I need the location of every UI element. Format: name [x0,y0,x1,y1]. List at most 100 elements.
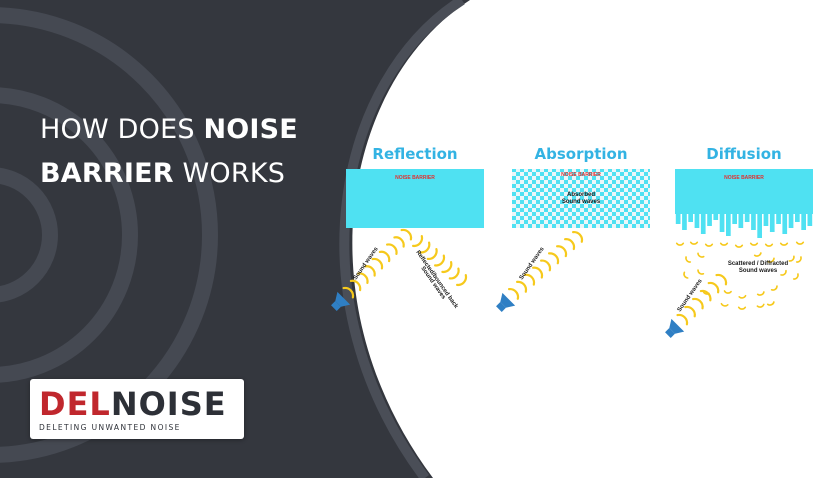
wave-arc [749,242,759,246]
sound-waves [342,228,805,326]
wave-arc [689,241,699,245]
wave-arc [393,236,405,248]
barrier-tooth [700,214,706,234]
barrier-tooth [795,214,800,222]
wave-arc [676,313,689,326]
barrier-tooth [713,214,719,220]
barrier-tooth [788,214,794,228]
absorbed-label-line: Absorbed [566,192,595,198]
barrier-tooth [732,214,737,224]
wave-arc [386,243,398,255]
wave-arc [702,289,710,295]
wave-arc [719,242,729,246]
reflection-barrier [346,169,484,228]
wave-arc [419,241,431,254]
wave-arc [685,256,692,263]
diffusion-barrier-teeth [675,214,813,238]
wave-arc [564,238,576,251]
wave-arc [766,301,775,306]
barrier-tooth [744,214,750,222]
dark-background [0,0,470,478]
barrier-tooth [763,214,769,226]
wave-arc [456,274,468,287]
wave-arc [767,257,775,263]
scatter-label-line: Sound waves [738,268,778,274]
reflection-bounced-label: Reflected/bounced back [414,250,459,311]
absorption-title: Absorption [534,145,628,163]
reflection-title: Reflection [372,145,458,163]
headline-bold-part: NOISE [203,114,298,145]
scatter-label: Scattered / Diffracted Sound waves [708,261,808,275]
wave-arc [524,273,536,286]
diffusion-barrier-label: NOISE BARRIER [724,175,764,181]
logo-noise: NOISE [110,385,227,423]
wave-arc [788,255,795,262]
wave-arc [764,243,774,247]
headline-part: WORKS [173,158,286,189]
wave-arc [548,252,560,265]
absorbed-label-line: Sound waves [561,199,601,205]
wave-arc [675,242,685,246]
headline-part: HOW DOES [40,114,204,145]
headline-bold-part: BARRIER [40,158,174,189]
scatter-label-line: Scattered / Diffracted [727,261,789,267]
wave-arc [357,272,369,284]
wave-arc [342,286,355,299]
decorative-rings [0,7,218,463]
barrier-tooth [707,214,712,226]
page-headline: HOW DOES NOISE BARRIER WORKS [40,108,340,196]
wave-arc [508,287,520,300]
wave-arc [715,273,728,286]
absorption-barrier [512,169,650,228]
wave-arc [756,303,765,308]
barrier-tooth [719,214,725,232]
barrier-tooth [694,214,700,228]
wave-arc [448,267,460,280]
barrier-tooth [769,214,775,232]
diffusion-title: Diffusion [706,145,782,163]
wave-arc [738,294,747,299]
barrier-tooth [726,214,731,236]
logo-tagline: DELETING UNWANTED NOISE [39,423,181,432]
wave-arc [699,289,712,302]
wave-arc [756,291,765,296]
wave-arc [697,269,705,275]
barrier-tooth [757,214,762,238]
wave-arc [779,242,789,246]
wave-arc [412,235,424,248]
wave-arc [723,290,732,294]
barrier-tooth [782,214,788,234]
wave-arc [532,266,544,279]
diffusion-barrier [675,169,813,214]
speaker-icon [665,318,685,338]
wave-arc [734,244,744,248]
barrier-tooth [807,214,813,226]
wave-arc [720,302,729,307]
absorption-barrier-label: NOISE BARRIER [561,172,601,178]
wave-arc [349,279,362,292]
barrier-tooth [675,214,681,224]
reflection-barrier-label: NOISE BARRIER [395,175,435,181]
barrier-tooth [738,214,744,228]
logo-del: DEL [39,385,111,423]
wave-arc [780,269,787,276]
barrier-tooth [688,214,693,222]
wave-arc [378,250,391,263]
wave-arc [707,281,720,294]
wave-arc [683,271,689,279]
wave-arc [371,257,384,270]
wave-arc [540,259,552,272]
absorbed-label: Absorbed Sound waves [546,192,616,206]
wave-arc [697,252,705,258]
barrier-tooth [801,214,806,230]
wave-arc [737,306,747,310]
wave-arc [692,297,704,310]
speaker-icon [331,291,351,311]
speaker-icon [496,292,516,312]
wave-arc [434,254,446,267]
wave-arc [795,256,802,263]
wave-arc [684,305,696,318]
wave-arc [364,265,376,277]
delnoise-logo: DELNOISE DELETING UNWANTED NOISE [30,379,244,439]
wave-arc [400,228,413,241]
